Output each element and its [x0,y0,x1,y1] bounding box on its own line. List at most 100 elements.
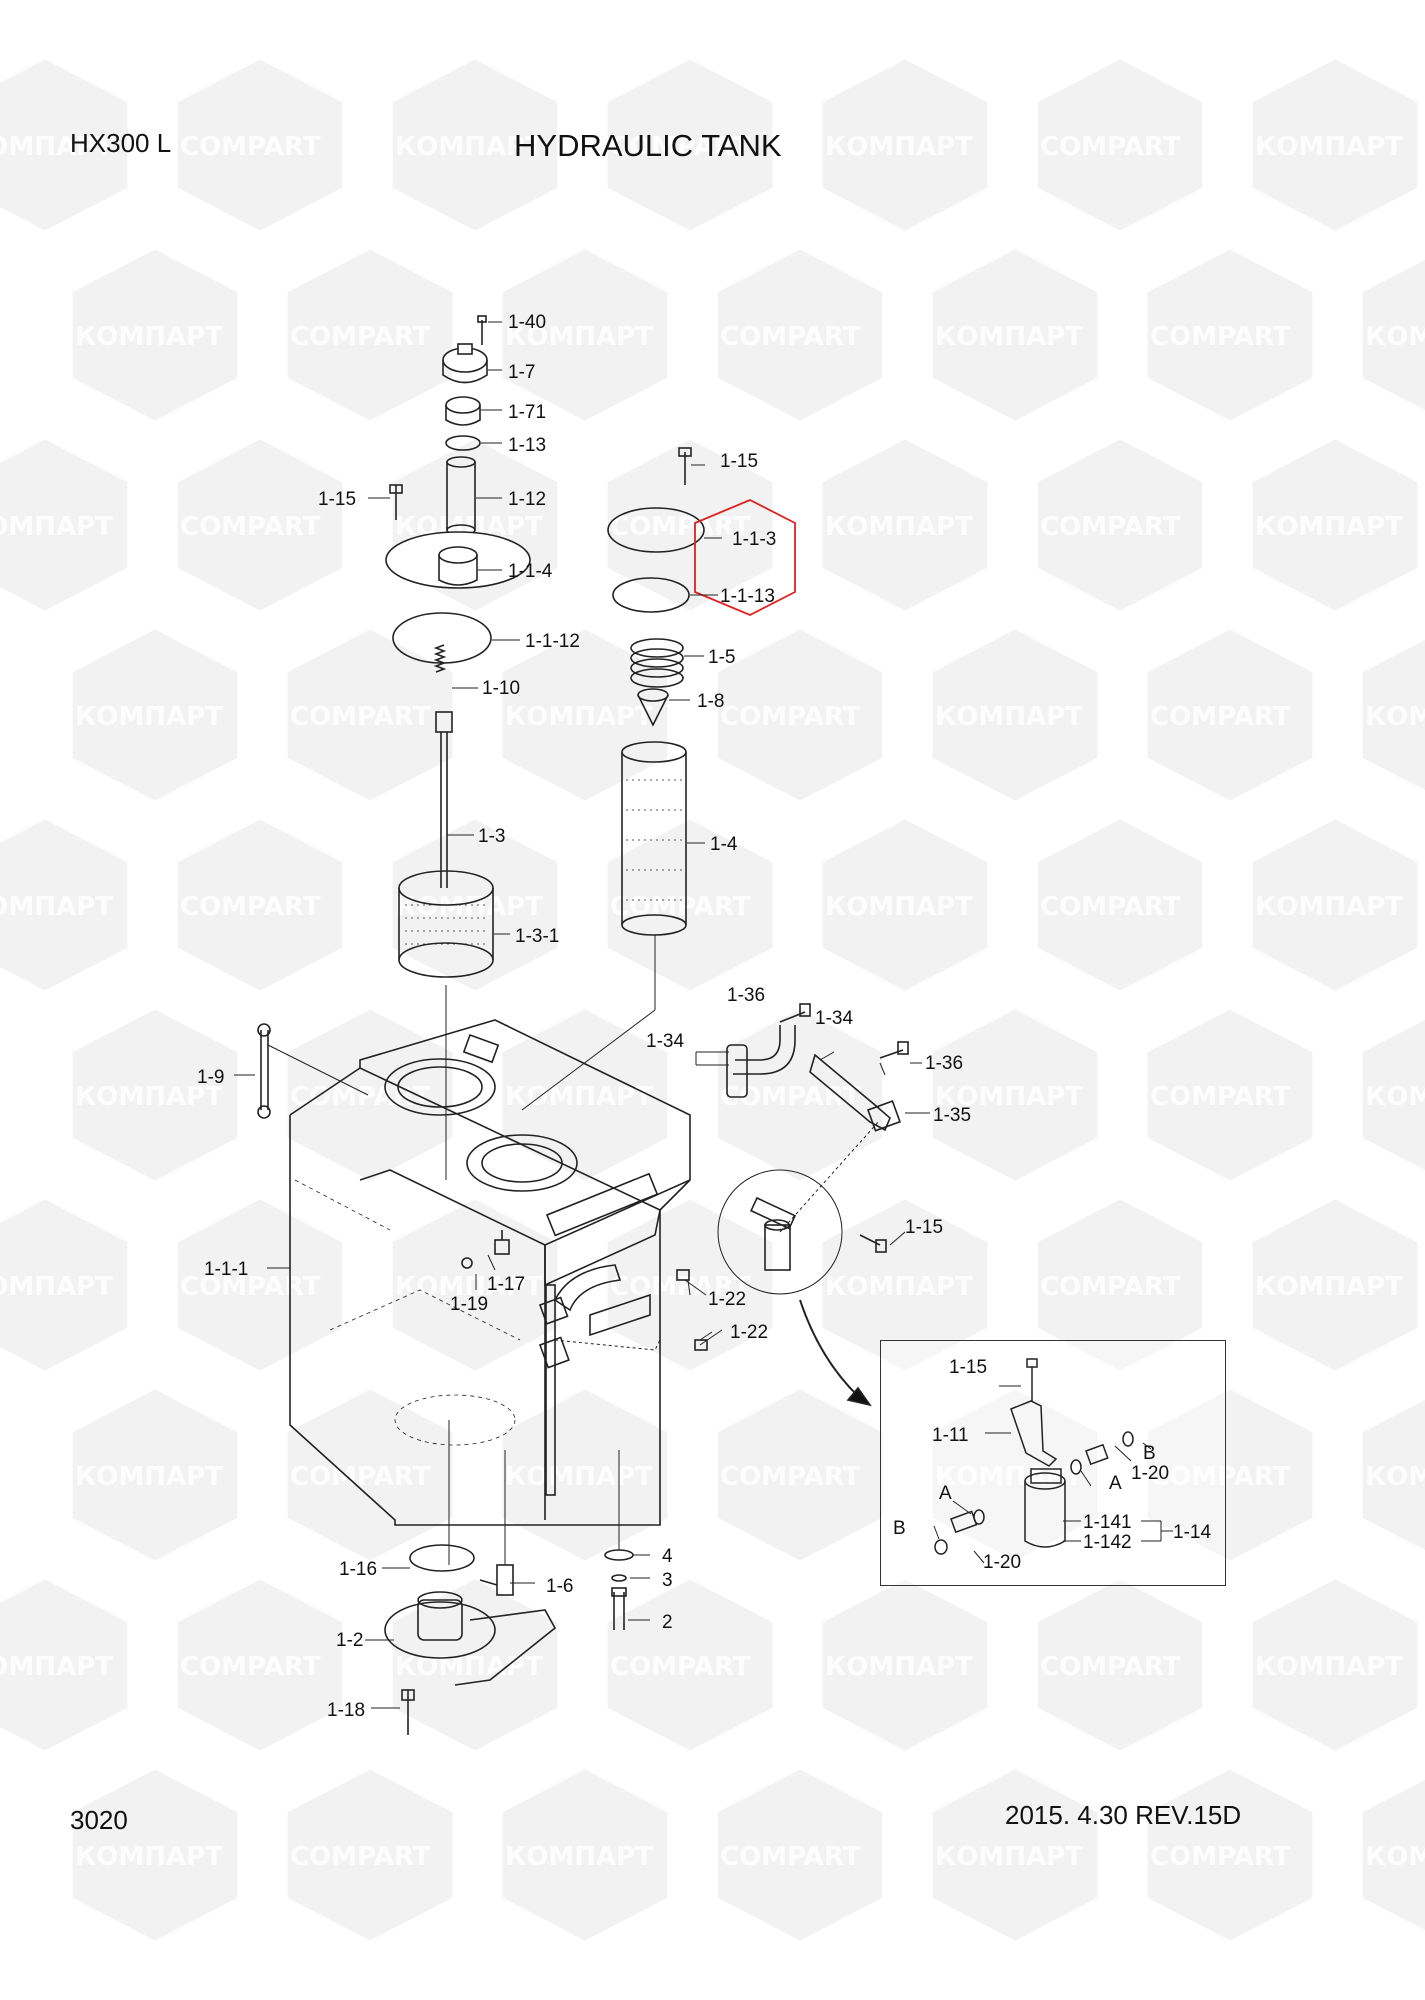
watermark-hexagon [717,1769,883,1941]
watermark-hexagon [822,59,988,231]
air-breather-valve-part [461,1230,510,1269]
watermark-text: КОМПАРТ [0,132,113,162]
return-filter-element-part [621,741,687,936]
watermark-hexagon [72,249,238,421]
watermark-hexagon [1147,1009,1313,1181]
watermark-text: КОМПАРТ [75,322,223,352]
callout-label: 1-15 [318,489,356,510]
callout-label: 1-19 [450,1294,488,1315]
callout-label: 1-15 [949,1357,987,1378]
callout-label: 1-36 [925,1053,963,1074]
bolt-part [779,1003,909,1253]
level-gauge-part [257,1023,271,1119]
bolt-part [477,315,487,345]
watermark-text: КОМПАРТ [825,892,973,922]
watermark-hexagon [1252,59,1418,231]
watermark-text: COMPART [180,512,321,542]
callout-label: 1-11 [932,1425,969,1446]
watermark-text: COMPART [1040,512,1181,542]
watermark-text: КОМПАРТ [0,1272,113,1302]
watermark-hexagon [1037,59,1203,231]
callout-label: 1-17 [487,1274,525,1295]
watermark-text: COMPART [1150,1462,1291,1492]
watermark-hexagon [1252,439,1418,611]
watermark-hexagon [1147,249,1313,421]
suction-strainer-part [398,870,494,978]
callout-label: 1-5 [708,647,735,668]
watermark-text: КОМПАРТ [505,322,653,352]
watermark-text: КОМПАРТ [935,322,1083,352]
callout-label: 1-1-1 [204,1259,248,1280]
watermark-hexagon [607,439,773,611]
callout-label: 1-1-3 [732,529,776,550]
callout-label: 4 [662,1546,673,1567]
detail-arrow [799,1299,861,1399]
date-revision: 2015. 4.30 REV.15D [1005,1800,1242,1830]
bracket-part [1010,1400,1058,1467]
callout-label: 1-3-1 [515,926,559,947]
o-ring-part [445,435,481,451]
watermark-hexagon [502,1389,668,1561]
page-title: HYDRAULIC TANK [514,128,782,163]
watermark-hexagon [1362,639,1425,791]
watermark-hexagon [177,1579,343,1751]
callout-label: 1-16 [339,1559,377,1580]
watermark-hexagon [177,1199,343,1371]
watermark-text: COMPART [290,1462,431,1492]
watermark-text: КОМПАРТ [1365,1842,1425,1872]
bolt-part [389,484,403,520]
callout-label: 1-2 [336,1630,363,1651]
callout-label: 3 [662,1570,673,1591]
watermark-hexagon [0,1579,128,1751]
callout-label: B [1143,1443,1156,1464]
callout-label: 1-3 [478,826,505,847]
callout-label: A [939,1483,952,1504]
spring-part [433,644,447,673]
spring-part [630,638,684,688]
watermark-text: КОМПАРТ [395,1272,543,1302]
watermark-hexagon [0,59,128,231]
connector-part [934,1431,1134,1555]
o-ring-part [409,1544,475,1572]
watermark-hexagon [1362,1399,1425,1551]
watermark-text: КОМПАРТ [395,132,543,162]
callout-label: 1-10 [482,678,520,699]
watermark-hexagon [287,629,453,801]
watermark-text: COMPART [720,322,861,352]
watermark-hexagon [1037,1199,1203,1371]
watermark-text: COMPART [610,1272,751,1302]
watermark-hexagon [287,1009,453,1181]
watermark-text: КОМПАРТ [505,702,653,732]
pipe-part [446,456,476,536]
watermark-hexagon [607,1199,773,1371]
watermark-hexagon [607,819,773,991]
watermark-hexagon [177,59,343,231]
callout-label: 1-9 [197,1067,224,1088]
hydraulic-tank-body [289,1019,691,1526]
watermark-hexagon [822,1199,988,1371]
watermark-text: КОМПАРТ [505,1462,653,1492]
callout-label: 1-1-12 [525,631,580,652]
callout-label: 1-1-4 [508,561,553,582]
callout-label: 1-40 [508,312,546,333]
callout-label: 1-7 [508,362,535,383]
watermark-text: КОМПАРТ [75,1082,223,1112]
callout-label: 1-71 [508,402,546,423]
watermark-text: COMPART [720,1462,861,1492]
callout-label: B [893,1518,906,1539]
watermark-hexagon [1252,819,1418,991]
watermark-hexagon [822,819,988,991]
watermark-text: КОМПАРТ [75,1462,223,1492]
detail-circle [717,1169,843,1295]
watermark-text: COMPART [1040,1652,1181,1682]
watermark-hexagon [1147,1769,1313,1941]
watermark-text: КОМПАРТ [1255,892,1403,922]
callout-label: 1-14 [1173,1522,1211,1543]
watermark-text: КОМПАРТ [505,1842,653,1872]
watermark-text: COMPART [290,702,431,732]
suction-flange-part [384,1591,557,1686]
watermark-text: COMPART [1150,322,1291,352]
watermark-hexagon [822,1579,988,1751]
callout-label: 1-142 [1083,1532,1132,1553]
inset-drawing: 1-15 1-11 B A 1-20 A 1-141 1-14 B 1-142 … [893,1357,1211,1573]
